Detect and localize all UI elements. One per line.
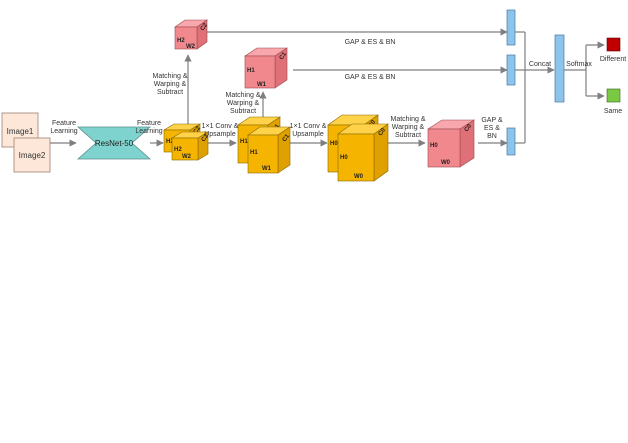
c2-label-b: C2 [201,133,211,143]
resnet-block: ResNet-50 [76,126,152,160]
difference-cube-level0: H0 W0 C0 [426,119,476,168]
difference-cube-level1: H1 W1 C1 [244,47,289,89]
c2-label-diff: C2 [200,22,210,32]
w0-label-b: W0 [354,174,364,180]
gap-top-label: GAP & ES & BN [345,39,396,46]
mws-top-label-b: Warping & [154,81,187,88]
feature-learning-label-1a: Feature [52,120,76,127]
output-same-box [606,88,621,103]
mws-mid-label-c: Subtract [230,108,256,115]
h2-label-diff: H2 [177,38,185,44]
output-same-label: Same [604,108,622,115]
h1-label-diff: H1 [247,68,255,74]
bn-vector-top [506,9,516,46]
image1-label: Image1 [7,127,34,136]
conv2-label-a: 1×1 Conv & [290,123,327,130]
w2-label-diff: W2 [186,44,196,50]
gap-mid-label: GAP & ES & BN [345,74,396,81]
feature-cube-level0-b: H0 W0 C0 [337,123,389,182]
mws-bot-label-a: Matching & [390,116,425,123]
c1-label-b: C1 [282,133,292,143]
feature-learning-label-1b: Learning [50,128,77,135]
mws-bot-label-c: Subtract [395,132,421,139]
gap-bot-label-a: GAP & [481,117,503,124]
c2-label-a: C2 [193,125,203,135]
w1-label-b: W1 [262,166,272,172]
image2-label: Image2 [19,151,46,160]
softmax-label: Softmax [566,61,592,68]
resnet-label: ResNet-50 [95,139,134,148]
c0-label-b: C0 [378,127,388,137]
feature-learning-label-2a: Feature [137,120,161,127]
c0-label-diff: C0 [464,123,474,133]
w2-label-b: W2 [182,154,192,160]
h1-label-b: H1 [250,150,258,156]
mws-bot-label-b: Warping & [392,124,425,131]
mws-mid-label-a: Matching & [225,92,260,99]
h1-label-a: H1 [240,139,248,145]
conv1-label-a: 1×1 Conv & [202,123,239,130]
input-image-2: Image2 [13,137,51,173]
w0-label-diff: W0 [441,160,451,166]
concat-vector [554,34,565,103]
w1-label-diff: W1 [257,82,267,88]
output-different-label: Different [600,56,626,63]
h0-label-a: H0 [330,141,338,147]
h0-label-diff: H0 [430,143,438,149]
c1-label-diff: C1 [279,51,289,61]
connectors [50,28,605,147]
h0-label-b: H0 [340,155,348,161]
feature-cube-level1-b: H1 W1 C1 [247,126,292,174]
h2-label-a: H2 [166,139,174,145]
gap-bot-label-c: BN [487,133,497,140]
concat-label: Concat [529,61,551,68]
feature-learning-label-2b: Learning [135,128,162,135]
conv2-label-b: Upsample [292,131,324,138]
bn-vector-bot [506,127,516,156]
bn-vector-mid [506,54,516,86]
mws-top-label-c: Subtract [157,89,183,96]
output-different-box [606,37,621,52]
gap-bot-label-b: ES & [484,125,500,132]
mws-top-label-a: Matching & [152,73,187,80]
feature-cube-level2-b: H2 W2 C2 [170,131,211,161]
conv1-label-b: Upsample [204,131,236,138]
difference-cube-level2: H2 W2 C2 [174,19,210,50]
mws-mid-label-b: Warping & [227,100,260,107]
h2-label-b: H2 [174,147,182,153]
